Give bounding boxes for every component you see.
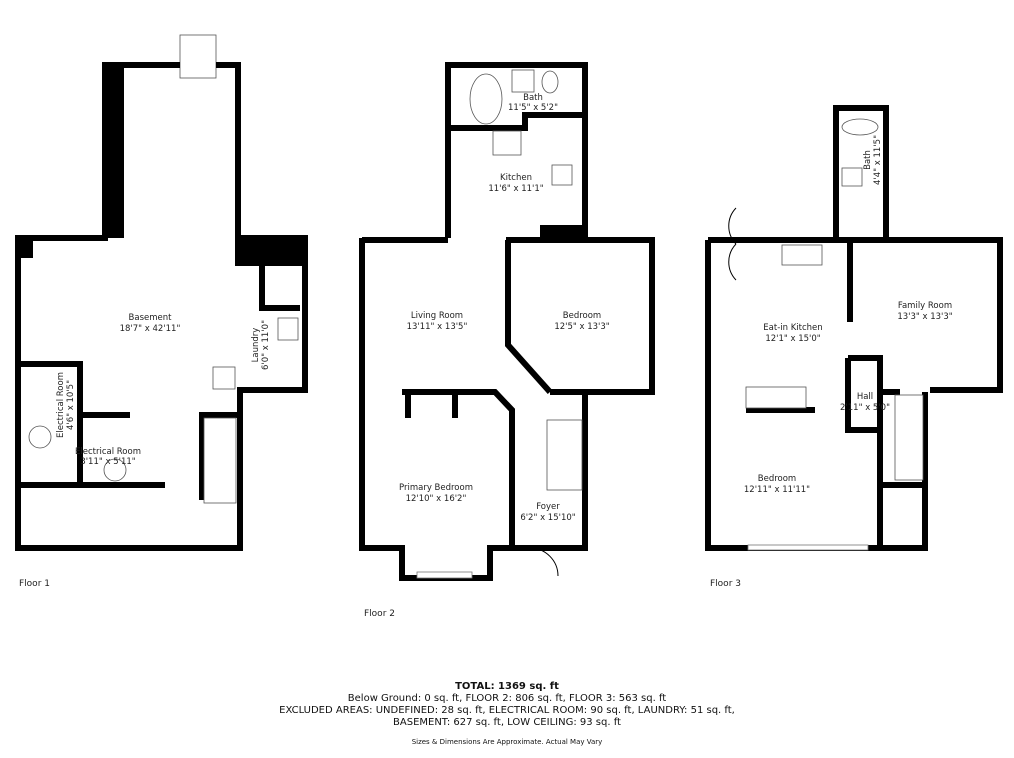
kitchen-counter — [781, 244, 823, 266]
window — [747, 544, 869, 551]
door — [529, 547, 559, 577]
room-name: Bedroom — [758, 474, 796, 484]
room-name: Bath — [863, 150, 873, 170]
room-name: Family Room — [898, 301, 952, 311]
counter — [212, 366, 236, 390]
room-dims: 12'1" x 15'0" — [765, 334, 820, 344]
laundry-sink — [277, 317, 299, 341]
room-dims: 12'11" x 11'11" — [744, 485, 810, 495]
door — [728, 207, 737, 245]
electrical-panel-icon — [103, 458, 127, 482]
room-name: Hall — [857, 392, 873, 402]
area-breakdown: Below Ground: 0 sq. ft, FLOOR 2: 806 sq.… — [347, 693, 667, 704]
disclaimer: Sizes & Dimensions Are Approximate. Actu… — [411, 738, 603, 746]
room-name: Bedroom — [563, 311, 601, 321]
room-dims: 2'11" x 5'0" — [840, 403, 890, 413]
room-name: Laundry — [251, 328, 261, 363]
room-name: Primary Bedroom — [399, 483, 473, 493]
room-name: Kitchen — [500, 173, 532, 183]
bathtub — [469, 73, 503, 125]
room-dims: 6'0" x 11'0" — [261, 320, 271, 370]
room-name: Bath — [523, 93, 543, 103]
stove-counter — [745, 386, 807, 409]
wall-block — [102, 65, 124, 238]
room-dims: 4'6" x 10'5" — [66, 380, 76, 430]
floor-2-plan: Bath 11'5" x 5'2" Kitchen 11'6" x 11'1" … — [359, 62, 655, 619]
room-dims: 12'5" x 13'3" — [554, 322, 609, 332]
room-name: Basement — [129, 313, 173, 323]
stairs — [546, 419, 583, 491]
stove — [492, 130, 522, 156]
door — [728, 243, 737, 281]
room-dims: 13'3" x 13'3" — [897, 312, 952, 322]
excluded-areas: EXCLUDED AREAS: UNDEFINED: 28 sq. ft, EL… — [279, 705, 735, 716]
kitchen-sink — [551, 164, 573, 186]
stairs — [894, 394, 924, 481]
excluded-areas-cont: BASEMENT: 627 sq. ft, LOW CEILING: 93 sq… — [393, 717, 621, 728]
bathtub — [841, 118, 879, 136]
room-name: Electrical Room — [75, 447, 141, 457]
stairs — [203, 417, 237, 504]
wall-block — [235, 236, 305, 266]
bath-sink — [511, 69, 535, 93]
room-dims: 3'11" x 5'11" — [80, 457, 135, 467]
stairs — [179, 34, 217, 79]
toilet — [541, 70, 559, 94]
floor-3-plan: Bath 4'4" x 11'5" Eat-in Kitchen 12'1" x… — [705, 105, 1003, 589]
floor-label: Floor 1 — [19, 579, 50, 589]
window — [416, 571, 473, 579]
room-dims: 12'10" x 16'2" — [406, 494, 467, 504]
electrical-panel-icon — [28, 425, 52, 449]
room-name: Eat-in Kitchen — [763, 323, 822, 333]
room-dims: 18'7" x 42'11" — [120, 324, 181, 334]
room-dims: 4'4" x 11'5" — [873, 135, 883, 185]
floor-label: Floor 3 — [710, 579, 741, 589]
room-name: Foyer — [536, 502, 560, 512]
floor-1-plan: Basement 18'7" x 42'11" Laundry 6'0" x 1… — [15, 34, 308, 589]
room-name: Living Room — [411, 311, 463, 321]
total-area: TOTAL: 1369 sq. ft — [455, 681, 559, 692]
room-dims: 6'2" x 15'10" — [520, 513, 575, 523]
room-dims: 11'5" x 5'2" — [508, 103, 558, 113]
room-dims: 11'6" x 11'1" — [488, 184, 543, 194]
floor-label: Floor 2 — [364, 609, 395, 619]
bath-sink — [841, 167, 863, 187]
wall-block — [15, 236, 33, 258]
room-name: Electrical Room — [56, 372, 66, 438]
room-dims: 13'11" x 13'5" — [407, 322, 468, 332]
